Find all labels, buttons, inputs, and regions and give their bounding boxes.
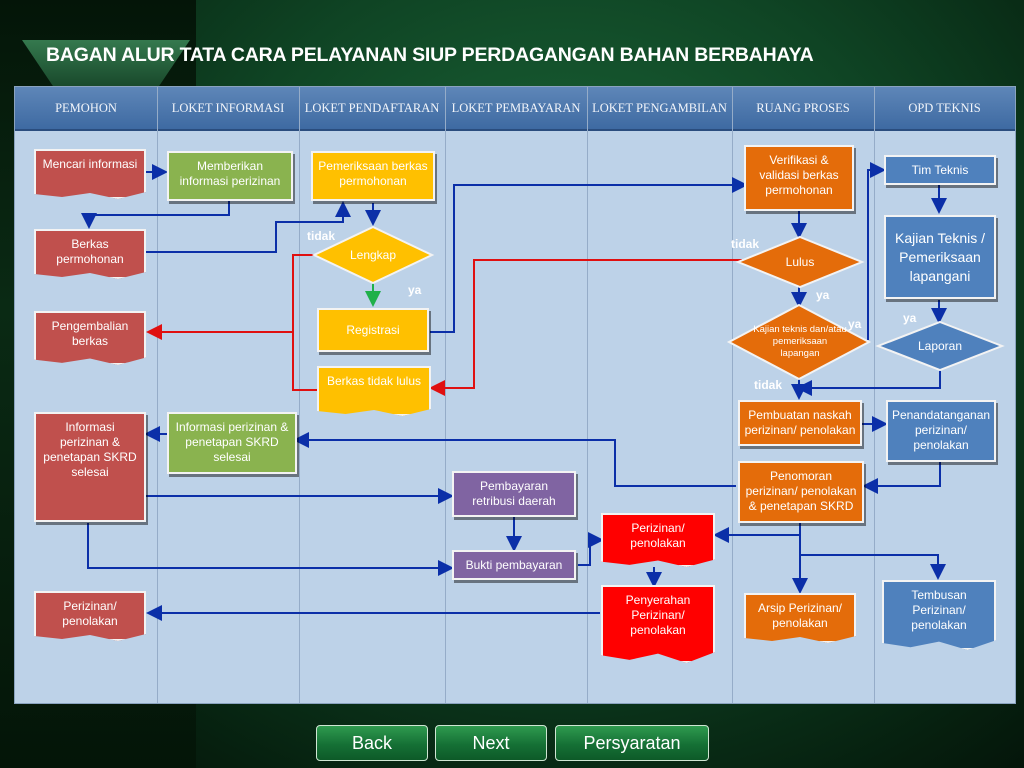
lane-label-opd-teknis: OPD TEKNIS xyxy=(908,101,981,115)
back-button[interactable]: Back xyxy=(316,725,428,761)
lane-divider xyxy=(157,87,158,703)
node-registrasi: Registrasi xyxy=(317,308,429,352)
lane-label-ruang-proses: RUANG PROSES xyxy=(756,101,850,115)
lane-label-loket-pengambilan: LOKET PENGAMBILAN xyxy=(592,101,727,115)
page-title: BAGAN ALUR TATA CARA PELAYANAN SIUP PERD… xyxy=(46,44,814,66)
lane-divider xyxy=(732,87,733,703)
arrow-penandatanganan-to-penomoran xyxy=(862,462,941,494)
arrow-penomoran-to-perizinan xyxy=(713,522,801,543)
label-ya: ya xyxy=(408,283,422,297)
laporan-label: Laporan xyxy=(917,339,963,353)
arrow-berkas-to-pemeriksaan xyxy=(146,201,351,253)
persyaratan-button[interactable]: Persyaratan xyxy=(555,725,709,761)
lengkap-label: Lengkap xyxy=(349,248,397,262)
lane-divider xyxy=(299,87,300,703)
arrow-info-to-berkas xyxy=(81,201,230,229)
arrow-lengkap-tidak-to-pengembalian xyxy=(146,254,317,340)
node-berkas-permohonan: Berkas permohonan xyxy=(34,229,146,279)
arrow-kajian-to-timteknis xyxy=(867,162,886,340)
node-informasi-selesai-loket: Informasi perizinan & penetapan SKRD sel… xyxy=(167,412,297,474)
node-penandatanganan: Penandatanganan perizinan/ penolakan xyxy=(886,400,996,462)
node-informasi-selesai-pemohon: Informasi perizinan & penetapan SKRD sel… xyxy=(34,412,146,522)
label-tidak: tidak xyxy=(754,378,783,392)
arrow-laporan-to-pembuatan xyxy=(796,370,941,396)
next-button[interactable]: Next xyxy=(435,725,547,761)
node-pengembalian-berkas: Pengembalian berkas xyxy=(34,311,146,365)
lane-label-pemohon: PEMOHON xyxy=(55,101,117,115)
arrow-penomoran-to-info-loket xyxy=(293,432,736,487)
node-memberikan-informasi: Memberikan informasi perizinan xyxy=(167,151,293,201)
arrow-registrasi-to-verifikasi xyxy=(430,177,748,333)
node-tim-teknis: Tim Teknis xyxy=(884,155,996,185)
node-bukti-pembayaran: Bukti pembayaran xyxy=(452,550,576,580)
node-berkas-tidak-lulus: Berkas tidak lulus xyxy=(317,366,431,416)
lane-label-loket-pembayaran: LOKET PEMBAYARAN xyxy=(451,101,581,115)
node-perizinan-pengambilan: Perizinan/ penolakan xyxy=(601,513,715,567)
arrow-penomoran-to-tembusan xyxy=(800,554,946,580)
kajian-diamond-label: Kajian teknis dan/atau pemeriksaan lapan… xyxy=(753,324,847,359)
arrow-lengkap-tidak-to-berkastidak xyxy=(292,332,317,391)
node-pembuatan-naskah: Pembuatan naskah perizinan/ penolakan xyxy=(738,400,862,446)
node-tembusan: Tembusan Perizinan/ penolakan xyxy=(882,580,996,650)
diamond-laporan xyxy=(875,320,1005,372)
diamond-lengkap xyxy=(311,225,435,285)
diamond-kajian xyxy=(726,303,872,381)
swimlane-header xyxy=(15,87,1015,131)
diamond-lulus xyxy=(735,235,865,289)
node-pemeriksaan-berkas: Pemeriksaan berkas permohonan xyxy=(311,151,435,201)
node-mencari-informasi: Mencari informasi xyxy=(34,149,146,199)
lane-label-loket-informasi: LOKET INFORMASI xyxy=(171,101,285,115)
label-ya: ya xyxy=(903,311,917,325)
label-tidak: tidak xyxy=(731,237,760,251)
lane-divider xyxy=(874,87,875,703)
arrow-info-to-bukti xyxy=(87,523,454,576)
node-kajian-teknis-box: Kajian Teknis / Pemeriksaan lapangani xyxy=(884,215,996,299)
node-penomoran-perizinan: Penomoran perizinan/ penolakan & penetap… xyxy=(738,461,864,523)
node-pembayaran-retribusi: Pembayaran retribusi daerah xyxy=(452,471,576,517)
node-penyerahan-perizinan: Penyerahan Perizinan/ penolakan xyxy=(601,585,715,663)
node-verifikasi-validasi: Verifikasi & validasi berkas permohonan xyxy=(744,145,854,211)
arrow-bukti-to-perizinan xyxy=(578,532,604,566)
lane-divider xyxy=(587,87,588,703)
node-arsip-perizinan: Arsip Perizinan/ penolakan xyxy=(744,593,856,643)
label-ya: ya xyxy=(848,317,862,331)
lulus-label: Lulus xyxy=(785,255,815,269)
lane-label-loket-pendaftaran: LOKET PENDAFTARAN xyxy=(304,101,440,115)
node-perizinan-pemohon: Perizinan/ penolakan xyxy=(34,591,146,641)
arrow-lulus-tidak-to-berkastidak xyxy=(429,259,742,396)
label-tidak: tidak xyxy=(307,229,336,243)
lane-divider xyxy=(445,87,446,703)
label-ya: ya xyxy=(816,288,830,302)
